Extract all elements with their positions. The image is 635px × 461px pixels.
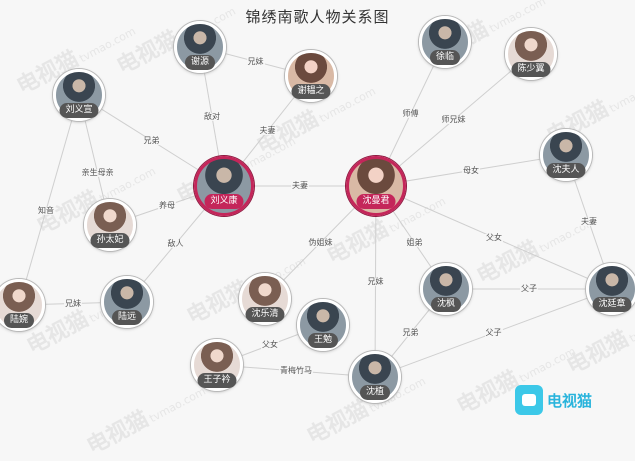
relation-label: 母女 <box>462 165 480 175</box>
person-name: 沈夫人 <box>546 163 586 178</box>
relation-label: 青梅竹马 <box>279 366 313 375</box>
tvmao-logo: 电视猫 <box>515 385 592 415</box>
person-node-shenzhi[interactable]: 沈植 <box>349 351 401 403</box>
person-name: 孙太妃 <box>90 233 130 248</box>
person-name: 陆婉 <box>3 313 35 328</box>
relation-label: 兄妹 <box>64 298 82 308</box>
diagram-title: 锦绣南歌人物关系图 <box>245 8 390 26</box>
relation-label: 姐弟 <box>405 237 424 247</box>
person-name: 沈曼君 <box>356 194 396 209</box>
person-name: 王勉 <box>307 333 339 348</box>
relation-label: 敌人 <box>166 239 185 248</box>
person-name: 沈乐清 <box>245 307 285 322</box>
relation-label: 亲生母亲 <box>80 168 115 177</box>
person-node-liuyikang[interactable]: 刘义康 <box>194 156 254 216</box>
relation-label: 养母 <box>158 200 176 210</box>
avatar <box>419 16 471 68</box>
person-name: 谢源 <box>184 55 216 70</box>
relation-label: 兄妹 <box>366 276 385 286</box>
relation-label: 兄妹 <box>246 56 265 66</box>
person-node-wangyuan[interactable]: 王勉 <box>297 299 349 351</box>
tv-cat-icon <box>515 385 543 415</box>
relation-label: 知音 <box>37 205 55 215</box>
relation-label: 夫妻 <box>291 181 309 190</box>
person-node-xieyuan[interactable]: 谢源 <box>174 21 226 73</box>
relation-label: 夫妻 <box>580 217 598 226</box>
relation-label: 师兄妹 <box>440 115 467 124</box>
person-name: 谢韫之 <box>291 84 331 99</box>
person-name: 沈枫 <box>430 297 462 312</box>
relation-label: 父女 <box>261 340 279 349</box>
person-name: 徐临 <box>429 50 461 65</box>
relation-label: 伪姐妹 <box>307 237 334 247</box>
person-name: 陆远 <box>111 310 143 325</box>
relation-label: 敌对 <box>203 111 221 121</box>
relation-label: 师傅 <box>401 109 420 118</box>
relation-line-liuyixuan-luwan <box>18 94 80 306</box>
person-node-luwan[interactable]: 陆婉 <box>0 279 45 331</box>
person-node-chenshaoyi[interactable]: 陈少翼 <box>505 28 557 80</box>
person-node-shenmanjun[interactable]: 沈曼君 <box>346 156 406 216</box>
relation-label: 兄弟 <box>401 328 420 337</box>
person-name: 刘义宣 <box>59 103 99 118</box>
person-node-shenleqing[interactable]: 沈乐清 <box>239 273 291 325</box>
relation-label: 兄弟 <box>142 135 161 145</box>
relation-label: 夫妻 <box>258 126 277 135</box>
person-node-shenfeng[interactable]: 沈枫 <box>420 263 472 315</box>
person-node-shenfuren[interactable]: 沈夫人 <box>540 129 592 181</box>
person-name: 沈廷章 <box>592 297 632 312</box>
person-name: 刘义康 <box>204 194 244 209</box>
person-node-luyuan[interactable]: 陆远 <box>101 276 153 328</box>
relation-label: 父子 <box>484 328 503 337</box>
person-node-xulin[interactable]: 徐临 <box>419 16 471 68</box>
person-node-suntaifei[interactable]: 孙太妃 <box>84 199 136 251</box>
relation-label: 父子 <box>520 284 538 293</box>
person-name: 沈植 <box>359 385 391 400</box>
person-name: 陈少翼 <box>511 62 551 77</box>
person-node-liuyixuan[interactable]: 刘义宣 <box>53 69 105 121</box>
person-node-shentingzhang[interactable]: 沈廷章 <box>586 263 635 315</box>
person-node-wangziling[interactable]: 王子衿 <box>191 339 243 391</box>
person-name: 王子衿 <box>197 373 237 388</box>
person-node-xieyunzhi[interactable]: 谢韫之 <box>285 50 337 102</box>
relation-label: 父女 <box>485 232 503 242</box>
